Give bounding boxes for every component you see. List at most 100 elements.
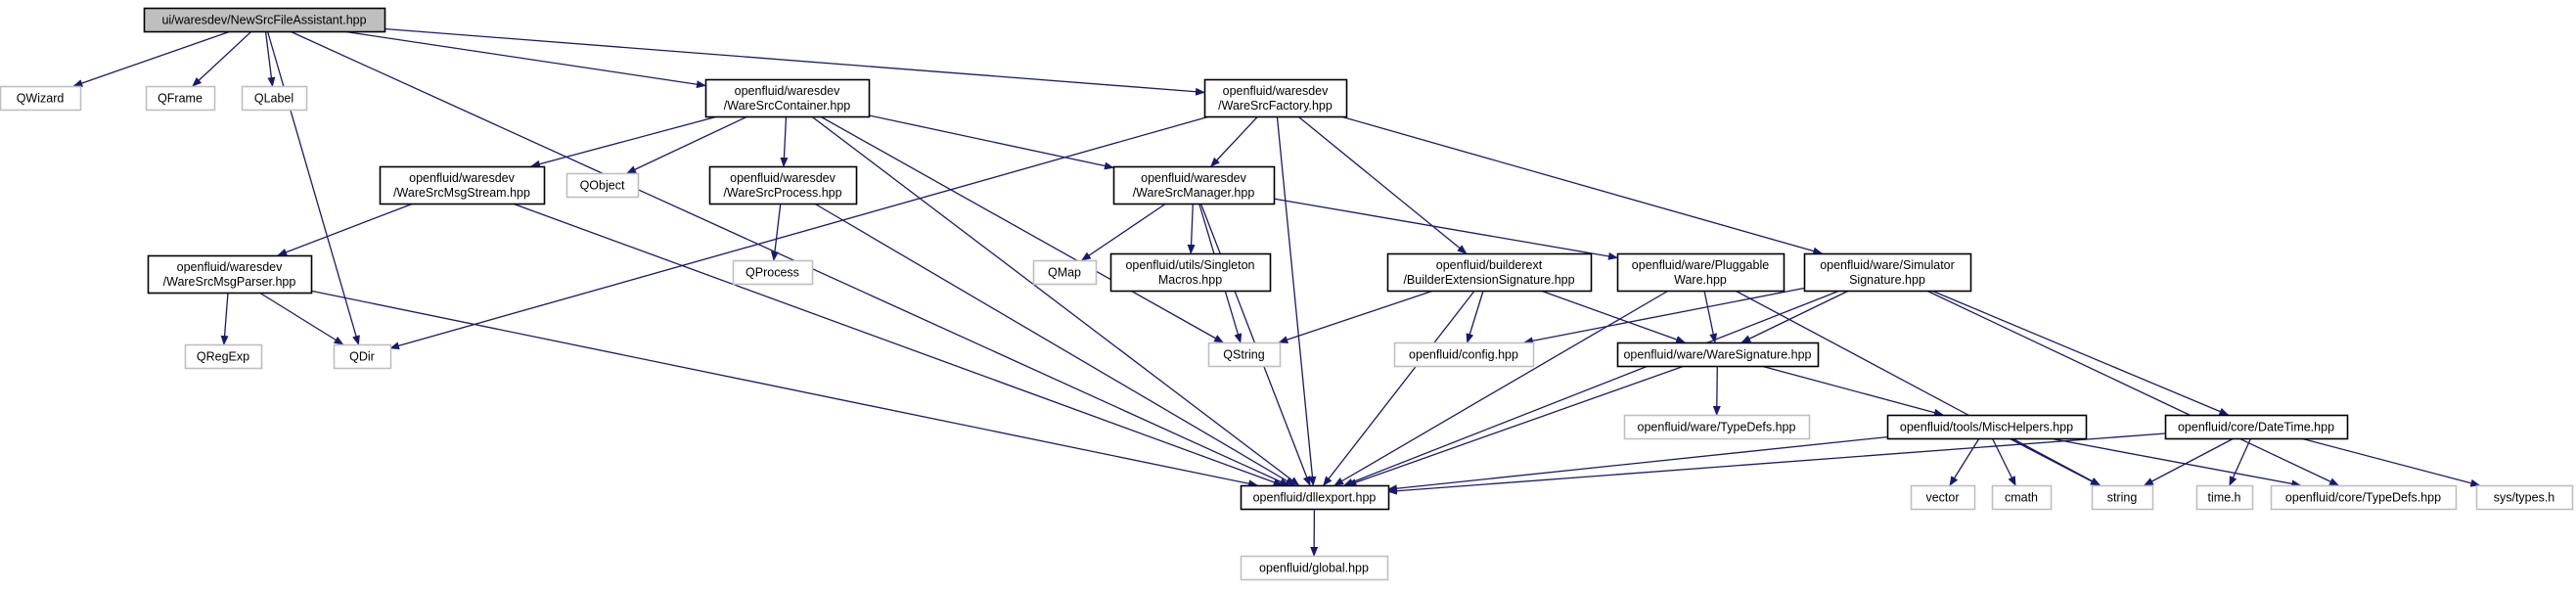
node-box	[333, 343, 392, 370]
node-box	[1623, 414, 1811, 440]
node-factory[interactable]: openfluid/waresdev/WareSrcFactory.hpp	[1203, 78, 1348, 118]
node-box	[0, 85, 82, 112]
node-box	[1991, 484, 2053, 511]
edge-simsig-to-coretypedefs	[1925, 290, 2340, 486]
node-coretypedefs[interactable]: openfluid/core/TypeDefs.hpp	[2270, 484, 2458, 511]
node-label: openfluid/ware/TypeDefs.hpp	[1638, 421, 1796, 434]
node-label: openfluid/ware/Simulator	[1820, 258, 1955, 272]
edge-pluggable-to-dllexport	[1333, 290, 1669, 486]
node-systypes[interactable]: sys/types.h	[2475, 484, 2574, 511]
edge-builderext-to-config	[1466, 290, 1484, 343]
edge-root-to-qwizard	[72, 30, 231, 87]
node-builderext[interactable]: openfluid/builderext/BuilderExtensionSig…	[1386, 252, 1593, 293]
edge-manager-to-qmap	[1080, 203, 1167, 261]
node-qmap[interactable]: QMap	[1032, 259, 1098, 286]
edge-simsig-to-datetime	[1931, 290, 2230, 416]
node-label: time.h	[2207, 491, 2240, 505]
node-qstring[interactable]: QString	[1207, 341, 1282, 368]
node-qregexp[interactable]: QRegExp	[184, 343, 263, 370]
node-waretypedefs[interactable]: openfluid/ware/TypeDefs.hpp	[1623, 414, 1811, 440]
edge-factory-to-simsig	[1340, 115, 1824, 255]
node-label: /WareSrcMsgStream.hpp	[393, 186, 530, 200]
edge-process-to-dllexport	[814, 203, 1295, 486]
node-msgstream[interactable]: openfluid/waresdev/WareSrcMsgStream.hpp	[379, 165, 546, 205]
node-qwizard[interactable]: QWizard	[0, 85, 82, 112]
node-qprocess[interactable]: QProcess	[732, 259, 814, 286]
edge-process-to-qprocess	[770, 203, 782, 261]
node-label: Signature.hpp	[1849, 273, 1925, 287]
edge-root-to-qframe	[192, 30, 252, 87]
node-config[interactable]: openfluid/config.hpp	[1393, 341, 1535, 368]
node-datetime[interactable]: openfluid/core/DateTime.hpp	[2164, 414, 2349, 440]
node-label: QProcess	[746, 266, 799, 280]
node-box	[2270, 484, 2458, 511]
edge-builderext-to-qstring	[1278, 290, 1434, 343]
node-label: openfluid/waresdev	[409, 171, 515, 185]
node-label: openfluid/waresdev	[177, 260, 283, 274]
node-label: QLabel	[254, 92, 294, 106]
node-qobject[interactable]: QObject	[565, 172, 640, 199]
node-label: openfluid/waresdev	[735, 84, 840, 98]
node-root[interactable]: ui/waresdev/NewSrcFileAssistant.hpp	[143, 7, 386, 33]
node-label: openfluid/tools/MiscHelpers.hpp	[1900, 421, 2073, 434]
node-waresig[interactable]: openfluid/ware/WareSignature.hpp	[1616, 341, 1820, 368]
edge-root-to-qdir	[266, 30, 360, 345]
edge-mischelpers-to-vector	[1949, 437, 1980, 486]
node-box	[2164, 414, 2349, 440]
edge-mischelpers-to-string	[2009, 437, 2101, 486]
edge-waresig-to-mischelpers	[1760, 365, 1944, 417]
node-timeh[interactable]: time.h	[2195, 484, 2254, 511]
node-cmath[interactable]: cmath	[1991, 484, 2053, 511]
node-vector[interactable]: vector	[1910, 484, 1976, 511]
node-mischelpers[interactable]: openfluid/tools/MiscHelpers.hpp	[1886, 414, 2088, 440]
node-box	[2195, 484, 2254, 511]
edge-mischelpers-to-cmath	[1991, 437, 2016, 486]
node-msgparser[interactable]: openfluid/waresdev/WareSrcMsgParser.hpp	[147, 254, 313, 295]
node-box	[565, 172, 640, 199]
edge-waresig-to-waretypedefs	[1712, 365, 1721, 416]
edge-msgparser-to-dllexport	[310, 290, 1259, 488]
edge-msgstream-to-msgparser	[277, 203, 414, 256]
edge-datetime-to-systypes	[2300, 437, 2481, 487]
node-process[interactable]: openfluid/waresdev/WareSrcProcess.hpp	[708, 165, 858, 205]
edge-simsig-to-config	[1522, 287, 1805, 345]
node-label: openfluid/waresdev	[730, 171, 836, 185]
node-label: openfluid/ware/Pluggable	[1632, 258, 1769, 272]
node-label: openfluid/core/DateTime.hpp	[2178, 421, 2334, 434]
node-label: vector	[1925, 491, 1959, 505]
node-string[interactable]: string	[2091, 484, 2154, 511]
node-box	[1393, 341, 1535, 368]
node-label: /WareSrcProcess.hpp	[723, 186, 841, 200]
node-box	[1616, 252, 1785, 293]
node-label: QMap	[1048, 266, 1081, 280]
node-dllexport[interactable]: openfluid/dllexport.hpp	[1240, 484, 1390, 511]
node-manager[interactable]: openfluid/waresdev/WareSrcManager.hpp	[1112, 165, 1276, 205]
node-box	[1207, 341, 1282, 368]
node-box	[2475, 484, 2574, 511]
node-box	[1240, 484, 1390, 511]
node-box	[143, 7, 386, 33]
node-label: openfluid/waresdev	[1223, 84, 1329, 98]
node-qdir[interactable]: QDir	[333, 343, 392, 370]
node-label: ui/waresdev/NewSrcFileAssistant.hpp	[161, 14, 366, 27]
edge-container-to-qobject	[626, 115, 748, 174]
edge-datetime-to-string	[2143, 437, 2235, 486]
node-container[interactable]: openfluid/waresdev/WareSrcContainer.hpp	[704, 78, 871, 118]
node-label: openfluid/builderext	[1436, 258, 1543, 272]
node-global[interactable]: openfluid/global.hpp	[1240, 555, 1389, 581]
node-label: string	[2107, 491, 2138, 505]
node-box	[1803, 252, 1972, 293]
node-qlabel[interactable]: QLabel	[241, 85, 308, 112]
node-label: openfluid/dllexport.hpp	[1253, 491, 1377, 505]
node-box	[2091, 484, 2154, 511]
nodes-layer: ui/waresdev/NewSrcFileAssistant.hppQWiza…	[0, 7, 2574, 581]
node-label: /WareSrcContainer.hpp	[724, 99, 851, 113]
edge-msgstream-to-dllexport	[512, 203, 1284, 486]
node-qframe[interactable]: QFrame	[145, 85, 216, 112]
edge-root-to-dllexport	[290, 30, 1290, 486]
node-label: openfluid/core/TypeDefs.hpp	[2285, 491, 2441, 505]
